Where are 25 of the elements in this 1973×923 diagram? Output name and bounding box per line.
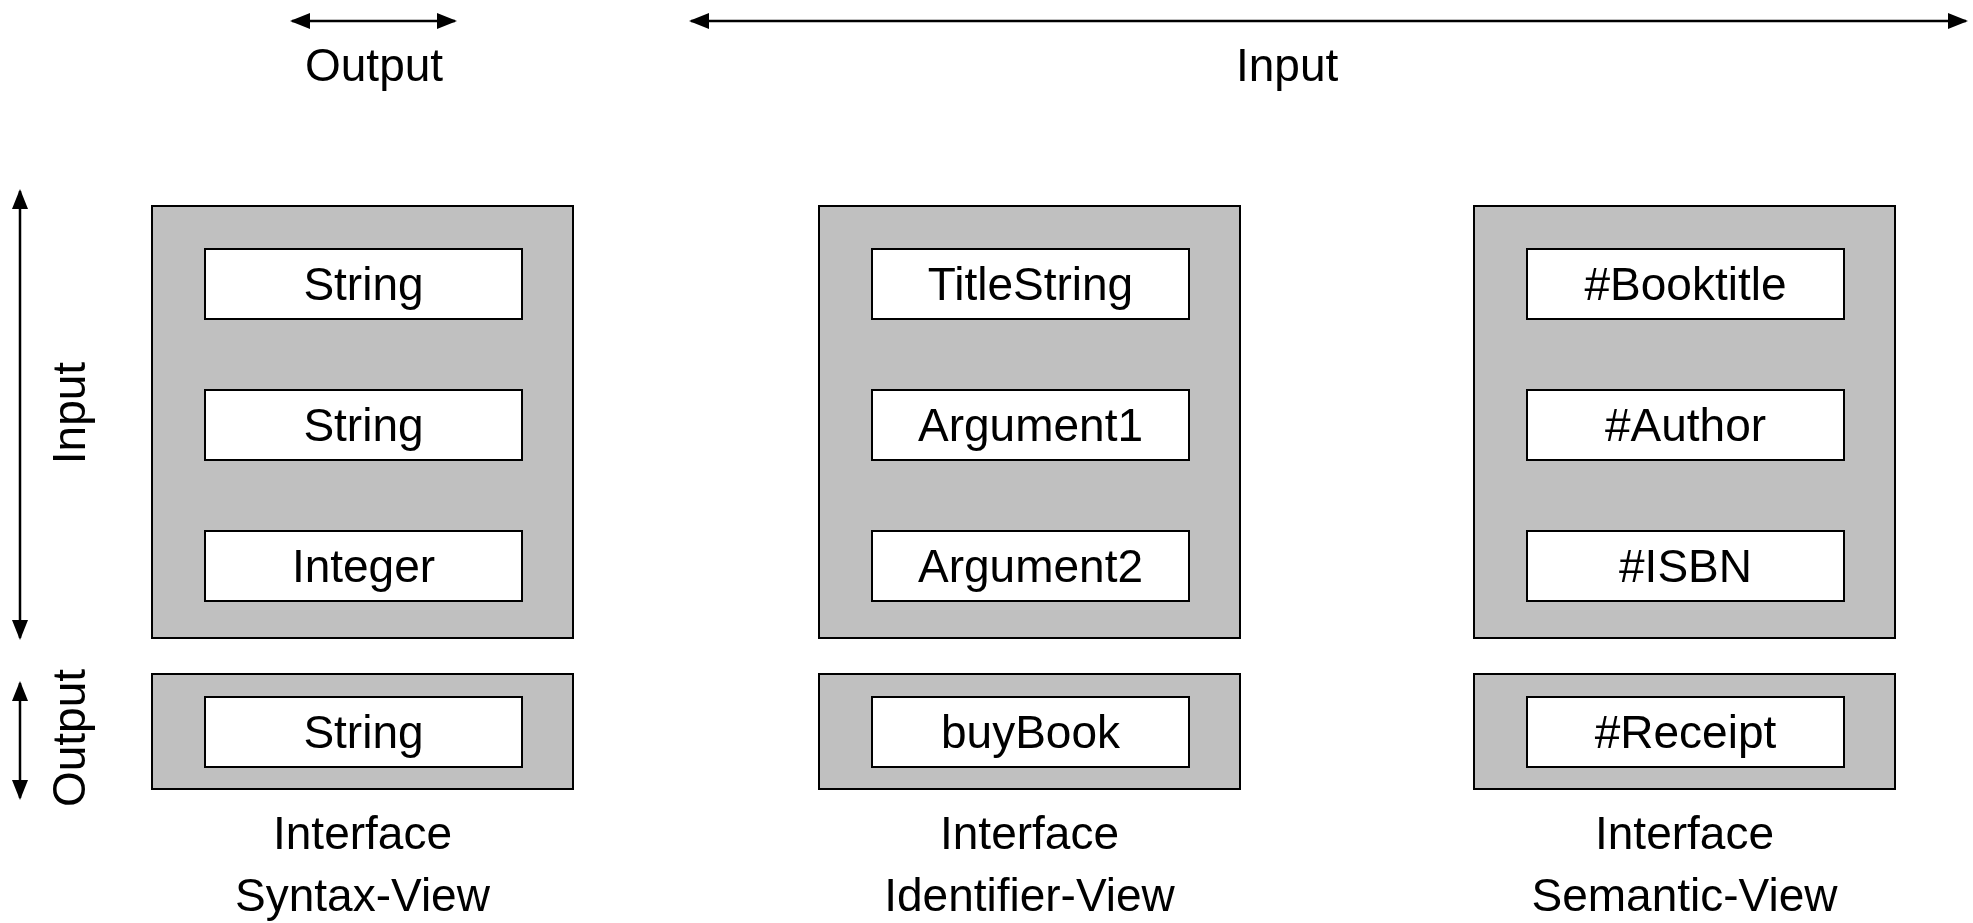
caption: Interface Syntax-View — [234, 806, 491, 923]
panel — [1473, 205, 1896, 639]
axis-label: Output — [42, 668, 97, 808]
axis-label: Input — [1236, 38, 1339, 93]
type-box: #Booktitle — [1526, 248, 1845, 320]
panel — [1473, 673, 1896, 790]
type-box: #ISBN — [1526, 530, 1845, 602]
type-box: TitleString — [871, 248, 1190, 320]
panel — [151, 205, 574, 639]
type-box: buyBook — [871, 696, 1190, 768]
type-box: #Receipt — [1526, 696, 1845, 768]
caption: Interface Identifier-View — [883, 806, 1176, 923]
panel — [818, 673, 1241, 790]
caption: Interface Semantic-View — [1530, 806, 1839, 923]
axis-label: Output — [305, 38, 444, 93]
axis-label: Input — [42, 361, 97, 465]
type-box: Argument2 — [871, 530, 1190, 602]
type-box: String — [204, 389, 523, 461]
type-box: String — [204, 248, 523, 320]
type-box: #Author — [1526, 389, 1845, 461]
panel — [151, 673, 574, 790]
panel — [818, 205, 1241, 639]
type-box: Argument1 — [871, 389, 1190, 461]
type-box: Integer — [204, 530, 523, 602]
type-box: String — [204, 696, 523, 768]
